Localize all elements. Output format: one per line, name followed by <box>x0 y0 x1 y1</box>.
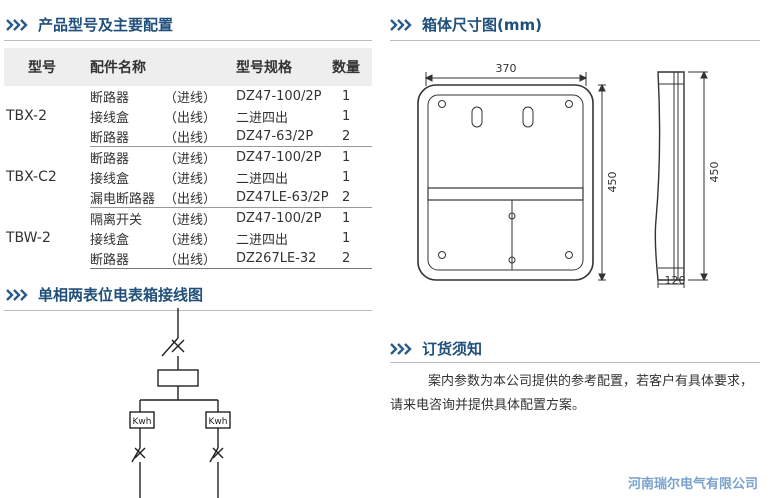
dimensions-section-title: 箱体尺寸图(mm) <box>390 14 542 35</box>
height-label: 450 <box>606 172 619 193</box>
qty-cell: 1 <box>342 169 351 185</box>
dir-cell: （出线） <box>164 126 236 147</box>
col-header-part: 配件名称 <box>90 48 236 86</box>
spec-cell: DZ267LE-32 <box>236 248 332 269</box>
dir-cell: （进线） <box>164 90 217 106</box>
spec-cell: 二进四出 <box>236 171 289 187</box>
table-row: TBX-C2 断路器 （进线） DZ47-100/2P 1 <box>4 147 372 186</box>
spec-cell: 二进四出 <box>236 110 289 126</box>
dir-cell: （进线） <box>164 171 217 187</box>
spec-cell: 二进四出 <box>236 232 289 248</box>
wiring-section-title: 单相两表位电表箱接线图 <box>6 284 203 305</box>
divider <box>390 362 760 363</box>
part-cell: 接线盒 <box>90 171 130 187</box>
part-cell: 断路器 <box>90 248 164 269</box>
chevron-right-icon <box>390 18 414 31</box>
spec-cell: DZ47-100/2P <box>236 149 322 165</box>
chevron-right-icon <box>390 342 414 355</box>
depth-label: 120 <box>665 274 686 287</box>
chevron-right-icon <box>6 18 30 31</box>
divider <box>390 40 760 41</box>
divider <box>4 40 372 41</box>
model-cell: TBX-2 <box>6 108 48 125</box>
meter-label: Kwh <box>209 417 228 427</box>
table-row: 漏电断路器 （出线） DZ47LE-63/2P 2 <box>4 187 372 208</box>
ordering-section-title: 订货须知 <box>390 338 482 359</box>
dir-cell: （进线） <box>164 232 217 248</box>
part-cell: 断路器 <box>90 90 130 106</box>
spec-cell: DZ47-100/2P <box>236 88 322 104</box>
qty-cell: 1 <box>342 230 351 246</box>
qty-cell: 1 <box>342 210 351 226</box>
dimension-drawing: 370 450 450 120 <box>417 62 721 288</box>
qty-cell: 2 <box>332 248 372 269</box>
qty-cell: 2 <box>332 187 372 208</box>
table-header: 型号 配件名称 型号规格 数量 <box>4 48 372 86</box>
table-row: 接线盒 （出线） 二进四出 1 <box>4 106 372 126</box>
part-cell: 漏电断路器 <box>90 187 164 208</box>
ordering-note: 案内参数为本公司提供的参考配置，若客户有具体要求，请来电咨询并提供具体配置方案。 <box>390 374 754 413</box>
company-name: 河南瑞尔电气有限公司 <box>627 477 758 492</box>
divider <box>4 310 372 311</box>
dir-cell: （出线） <box>164 248 236 269</box>
part-cell: 断路器 <box>90 126 164 147</box>
col-header-model: 型号 <box>4 48 90 86</box>
dir-cell: （进线） <box>164 151 217 167</box>
part-cell: 接线盒 <box>90 232 130 248</box>
table-row: 接线盒 （进线） 二进四出 1 <box>4 228 372 248</box>
products-section-title: 产品型号及主要配置 <box>6 14 173 35</box>
qty-cell: 1 <box>342 149 351 165</box>
wiring-diagram: Kwh Kwh <box>129 308 231 498</box>
side-height-label: 450 <box>708 162 721 183</box>
spec-cell: DZ47LE-63/2P <box>236 187 332 208</box>
table-row: TBW-2 隔离开关 （进线） DZ47-100/2P 1 <box>4 208 372 247</box>
part-cell: 隔离开关 <box>90 212 143 228</box>
table-row: 断路器 （出线） DZ267LE-32 2 <box>4 248 372 269</box>
table-row: 接线盒 （进线） 二进四出 1 <box>4 167 372 187</box>
model-cell: TBW-2 <box>6 230 51 246</box>
qty-cell: 1 <box>342 88 351 104</box>
dir-cell: （进线） <box>164 212 217 228</box>
part-cell: 断路器 <box>90 151 130 167</box>
dir-cell: （出线） <box>164 187 236 208</box>
col-header-qty: 数量 <box>332 48 372 86</box>
spec-cell: DZ47-100/2P <box>236 210 322 226</box>
meter-label: Kwh <box>133 417 152 427</box>
spec-cell: DZ47-63/2P <box>236 126 332 147</box>
dir-cell: （出线） <box>164 110 217 126</box>
table-row: TBX-2 断路器 （进线） DZ47-100/2P 1 <box>4 86 372 125</box>
table-row: 断路器 （出线） DZ47-63/2P 2 <box>4 126 372 147</box>
part-cell: 接线盒 <box>90 110 130 126</box>
qty-cell: 2 <box>332 126 372 147</box>
col-header-spec: 型号规格 <box>236 48 332 86</box>
qty-cell: 1 <box>342 108 351 124</box>
chevron-right-icon <box>6 288 30 301</box>
model-cell: TBX-C2 <box>6 169 57 185</box>
width-label: 370 <box>496 62 517 75</box>
product-table: 型号 配件名称 型号规格 数量 TBX-2 断路器 （进线） DZ47-100/… <box>4 48 372 269</box>
